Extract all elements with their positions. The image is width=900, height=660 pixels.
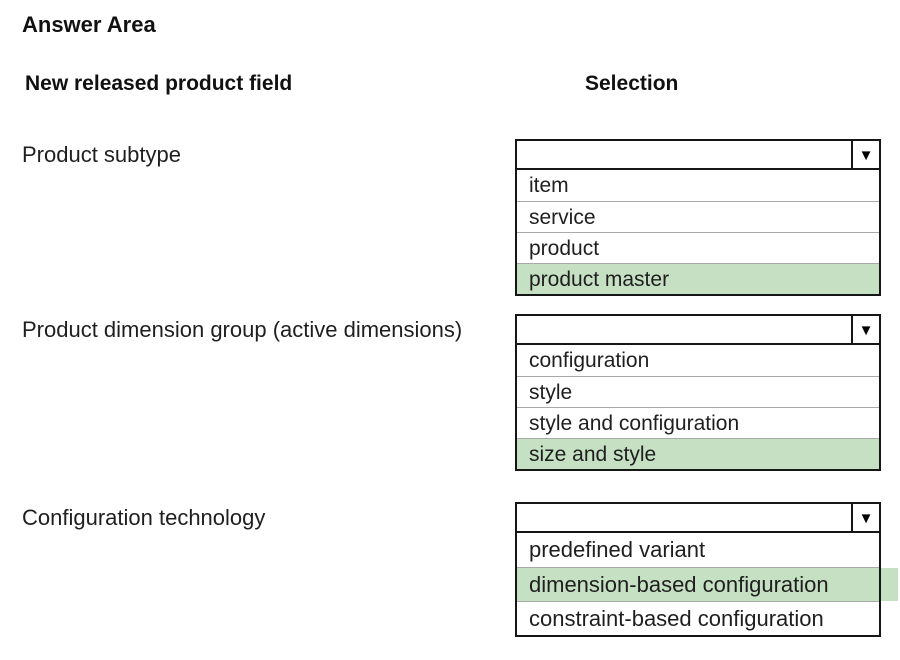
dropdown-option-selected[interactable]: product master xyxy=(517,263,879,294)
dropdown-closed-box[interactable]: ▼ xyxy=(517,504,879,533)
page-title: Answer Area xyxy=(22,12,156,37)
dropdown-arrow-button[interactable]: ▼ xyxy=(851,141,879,168)
selection-column-header: Selection xyxy=(585,72,679,95)
field-label: Product subtype xyxy=(22,142,181,167)
dropdown-arrow-button[interactable]: ▼ xyxy=(851,316,879,343)
dropdown-option[interactable]: constraint-based configuration xyxy=(517,601,879,635)
dropdown-arrow-button[interactable]: ▼ xyxy=(851,504,879,531)
dropdown-closed-box[interactable]: ▼ xyxy=(517,316,879,345)
dropdown-closed-box[interactable]: ▼ xyxy=(517,141,879,170)
field-column-header: New released product field xyxy=(25,72,293,95)
dropdown-option[interactable]: item xyxy=(517,170,879,201)
dropdown-option[interactable]: style and configuration xyxy=(517,407,879,438)
chevron-down-icon: ▼ xyxy=(858,147,874,164)
dropdown-option-selected[interactable]: size and style xyxy=(517,438,879,469)
dropdown-selected-value xyxy=(517,141,851,168)
dropdown-selected-value xyxy=(517,504,851,531)
dropdown-option[interactable]: predefined variant xyxy=(517,533,879,567)
dropdown-option-selected[interactable]: dimension-based configuration xyxy=(517,567,879,601)
dropdown-option[interactable]: configuration xyxy=(517,345,879,376)
chevron-down-icon: ▼ xyxy=(858,510,874,527)
dropdown-option[interactable]: service xyxy=(517,201,879,232)
dropdown-option[interactable]: product xyxy=(517,232,879,263)
field-label: Product dimension group (active dimensio… xyxy=(22,317,463,342)
dropdown-selected-value xyxy=(517,316,851,343)
dropdown-option[interactable]: style xyxy=(517,376,879,407)
chevron-down-icon: ▼ xyxy=(858,322,874,339)
field-label: Configuration technology xyxy=(22,505,266,530)
